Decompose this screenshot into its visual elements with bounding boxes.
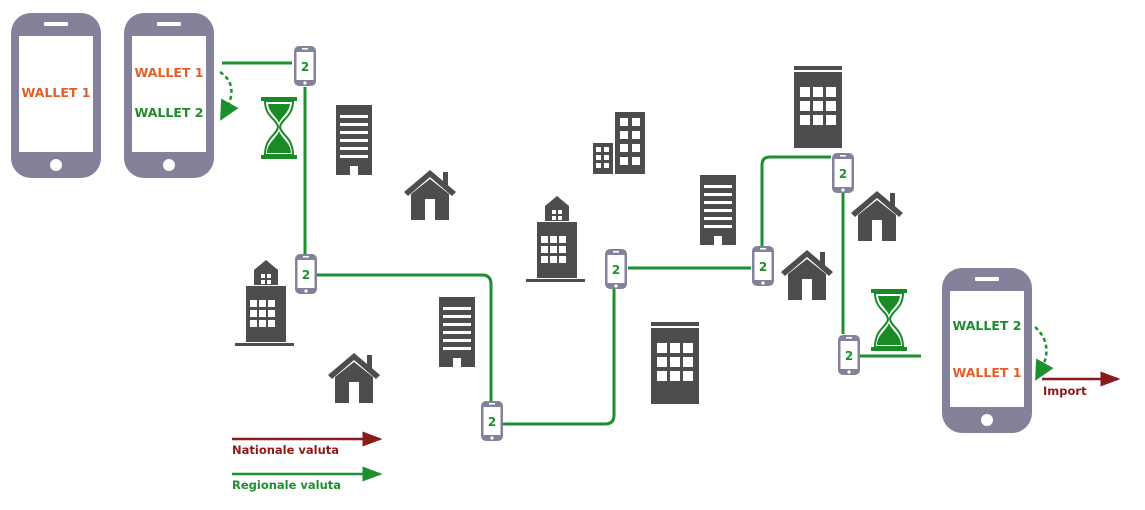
relay-phone: 2 — [481, 401, 503, 441]
smartphone-icon — [942, 268, 1032, 433]
relay-phone: 2 — [832, 153, 854, 193]
building-icon — [439, 297, 475, 367]
relay-phone: 2 — [752, 246, 774, 286]
relay-phone: 2 — [294, 46, 316, 86]
swap-arrow-icon — [219, 70, 239, 121]
relay-phone-label: 2 — [845, 349, 853, 363]
relay-phone-label: 2 — [488, 415, 496, 429]
building-icon — [651, 322, 699, 404]
swap-arrow-icon — [1034, 326, 1054, 381]
relay-phone: 2 — [605, 249, 627, 289]
wallet-2-label: WALLET 2 — [953, 318, 1022, 333]
import-label: Import — [1043, 384, 1087, 398]
phone-right: WALLET 2 WALLET 1 — [942, 268, 1032, 433]
relay-phone-label: 2 — [839, 167, 847, 181]
building-icon — [700, 175, 736, 245]
relay-phone: 2 — [295, 254, 317, 294]
wallet-1-label: WALLET 1 — [22, 85, 91, 100]
hourglass-icon — [260, 96, 298, 160]
relay-phone-label: 2 — [302, 268, 310, 282]
legend-regional-label: Regionale valuta — [232, 478, 341, 492]
hourglass-icon — [870, 288, 908, 352]
house-icon — [781, 250, 833, 300]
regional-route — [222, 61, 921, 426]
relay-phone-label: 2 — [612, 263, 620, 277]
wallet-1-label: WALLET 1 — [135, 65, 204, 80]
relay-phone: 2 — [838, 335, 860, 375]
building-icon — [526, 196, 585, 282]
route-segment — [760, 155, 831, 246]
wallet-1-label: WALLET 1 — [953, 365, 1022, 380]
building-icon — [593, 112, 645, 174]
route-segment — [317, 273, 493, 403]
phone-second: WALLET 1 WALLET 2 — [124, 13, 214, 178]
building-icon — [235, 260, 294, 346]
phone-left: WALLET 1 — [11, 13, 101, 178]
building-icon — [336, 105, 372, 175]
relay-phone-label: 2 — [759, 260, 767, 274]
house-icon — [328, 353, 380, 403]
smartphone-icon — [124, 13, 214, 178]
house-icon — [404, 170, 456, 220]
wallet-2-label: WALLET 2 — [135, 105, 204, 120]
house-icon — [851, 191, 903, 241]
building-icon — [794, 66, 842, 148]
legend-national-label: Nationale valuta — [232, 443, 339, 457]
relay-phone-label: 2 — [301, 60, 309, 74]
route-segment — [503, 289, 616, 426]
legend: Nationale valuta Regionale valuta — [232, 431, 383, 492]
